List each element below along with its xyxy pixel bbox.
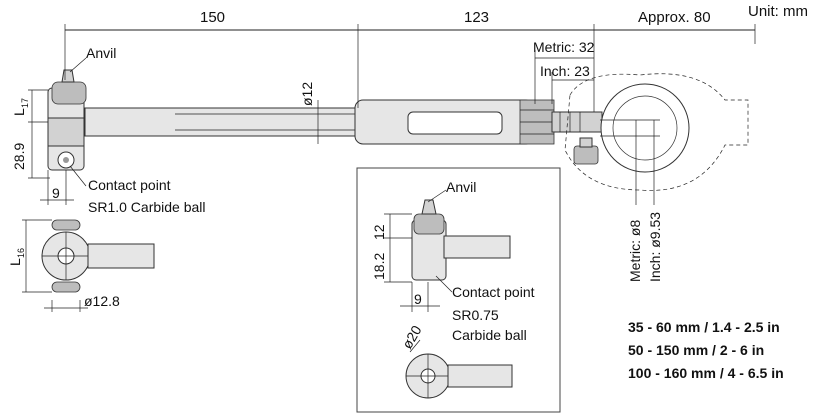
dim-metric-8: Metric: ø8: [627, 220, 643, 282]
part-labels: Anvil Contact point SR1.0 Carbide ball A…: [86, 45, 535, 343]
dim-dia-12: ø12: [299, 82, 315, 106]
anvil-nut: [51, 81, 87, 105]
dim-18-2: 18.2: [371, 253, 387, 280]
unit-label: Unit: mm: [748, 3, 808, 20]
range-item: 100 - 160 mm / 4 - 6.5 in: [628, 365, 784, 381]
dim-l16-sub: 16: [16, 248, 26, 258]
dim-123: 123: [464, 9, 489, 26]
label-contact-point-inset: Contact point: [452, 284, 535, 300]
dial-face: [600, 83, 690, 173]
dim-inch-23: Inch: 23: [540, 63, 590, 79]
label-anvil: Anvil: [86, 45, 116, 61]
dim-12: 12: [371, 224, 387, 240]
dim-dia-12-8: ø12.8: [84, 293, 120, 309]
dim-9-inset: 9: [414, 291, 422, 307]
head-arm: [87, 243, 155, 269]
dial-stem: [551, 111, 603, 133]
anvil-tip: [61, 69, 75, 83]
dimension-lines: [22, 24, 756, 353]
range-item: 35 - 60 mm / 1.4 - 2.5 in: [628, 319, 780, 335]
lock-screw: [573, 145, 599, 165]
dim-28-9: 28.9: [11, 143, 27, 170]
gauge-rod: [84, 107, 361, 137]
dim-metric-32: Metric: 32: [533, 39, 595, 55]
grip-window: [407, 111, 503, 135]
dim-9: 9: [52, 185, 60, 201]
dim-150: 150: [200, 9, 225, 26]
measuring-head: [47, 69, 87, 171]
label-carbide-ball-inset: Carbide ball: [452, 327, 527, 343]
range-list: 35 - 60 mm / 1.4 - 2.5 in 50 - 150 mm / …: [628, 319, 784, 381]
dim-l17: L: [11, 108, 27, 116]
inset-panel: [356, 167, 561, 413]
head-end-view: [41, 219, 155, 293]
dimension-text: 150 123 Approx. 80 Unit: mm Metric: 32 I…: [7, 3, 808, 352]
dim-l16: L: [7, 258, 23, 266]
dim-inch-9-53: Inch: ø9.53: [647, 212, 663, 282]
dim-approx-80: Approx. 80: [638, 9, 711, 26]
label-anvil-inset: Anvil: [446, 179, 476, 195]
range-item: 50 - 150 mm / 2 - 6 in: [628, 342, 764, 358]
dim-l17-sub: 17: [20, 98, 30, 108]
label-contact-point: Contact point: [88, 177, 171, 193]
gauge-body: [84, 99, 603, 165]
label-sr075: SR0.75: [452, 307, 499, 323]
label-carbide-ball: SR1.0 Carbide ball: [88, 199, 206, 215]
dial-indicator: [564, 73, 749, 191]
